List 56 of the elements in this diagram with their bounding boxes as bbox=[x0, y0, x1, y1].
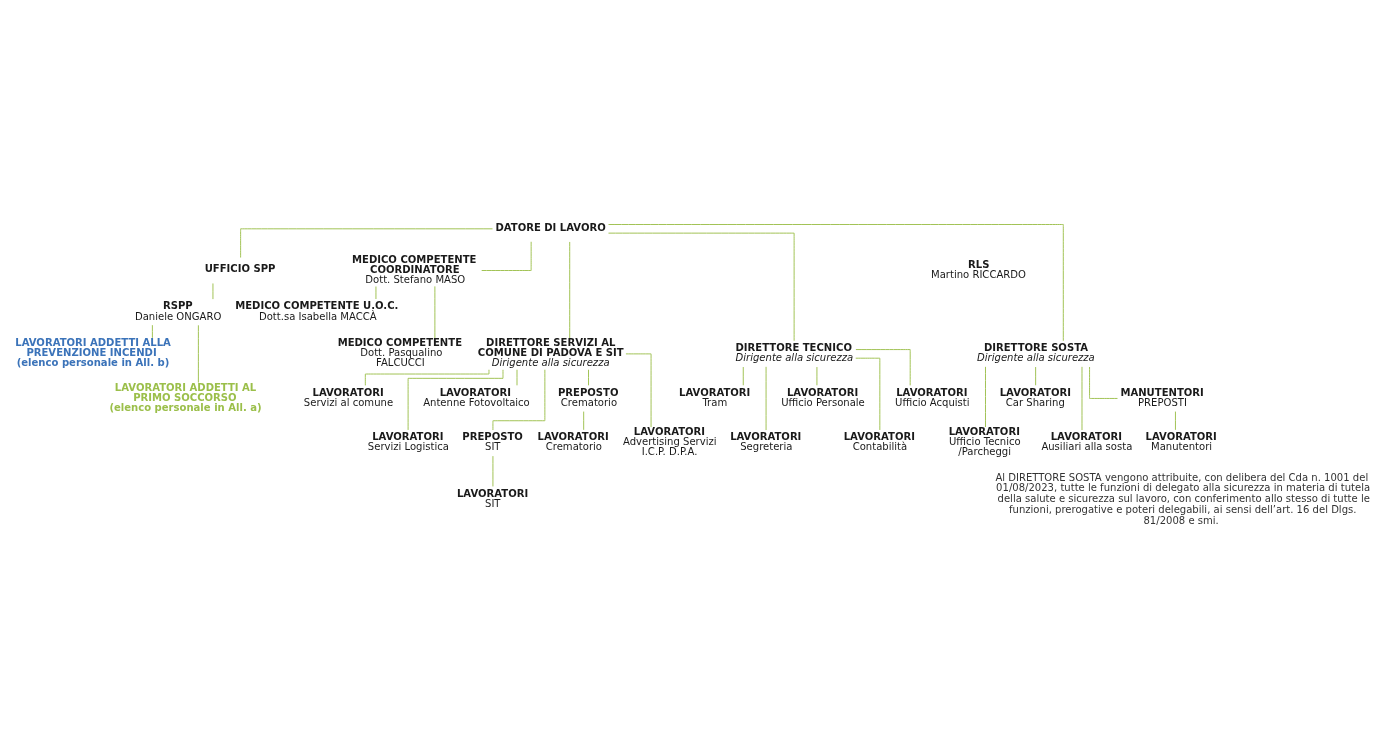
node-text: LAVORATORI Ufficio Tecnico /Parcheggi bbox=[948, 425, 1021, 457]
node-text: LAVORATORI SIT bbox=[456, 487, 529, 509]
node-text: LAVORATORI Tram bbox=[679, 386, 751, 408]
node-text: LAVORATORI Car Sharing bbox=[999, 386, 1071, 408]
connector bbox=[434, 285, 436, 339]
connector bbox=[765, 365, 767, 430]
node-text: RLS Martino RICCARDO bbox=[931, 258, 1026, 280]
connector bbox=[625, 352, 652, 428]
node-text: MEDICO COMPETENTE COORDINATORE Dott. Stefano MASO bbox=[352, 253, 477, 285]
node-text: DIRETTORE SOSTA Dirigente alla sicurezza bbox=[977, 341, 1095, 363]
node-text: DATORE DI LAVORO bbox=[495, 221, 606, 233]
connector bbox=[985, 365, 986, 427]
node-text: LAVORATORI Advertising Servizi I.C.P. D.P.A. bbox=[623, 425, 717, 457]
connector bbox=[375, 285, 377, 299]
node-text: RSPP Daniele ONGARO bbox=[134, 299, 222, 322]
connector bbox=[1035, 366, 1037, 386]
connector bbox=[212, 282, 214, 300]
connector bbox=[742, 366, 744, 386]
node-text: LAVORATORI Contabilità bbox=[843, 430, 915, 452]
connector bbox=[1175, 410, 1176, 430]
node-text: MEDICO COMPETENTE Dott. Pasqualino FALCUCCI bbox=[337, 336, 462, 368]
connector bbox=[407, 368, 504, 430]
node-text: LAVORATORI ADDETTI AL PRIMO SOCCORSO (elenco personale in All. a) bbox=[109, 381, 262, 413]
node-text: DIRETTORE SERVIZI AL COMUNE DI PADOVA E SIT Dirigente alla sicurezza bbox=[477, 336, 624, 368]
node-text: LAVORATORI Antenne Fotovoltaico bbox=[423, 386, 530, 408]
connector bbox=[608, 232, 795, 341]
connector bbox=[492, 455, 494, 487]
node-text: PREPOSTO SIT bbox=[462, 430, 523, 452]
connector bbox=[588, 368, 589, 386]
node-text: LAVORATORI Ausiliari alla sosta bbox=[1041, 430, 1133, 452]
node-text: PREPOSTO Crematorio bbox=[557, 386, 619, 408]
node-text: LAVORATORI Ufficio Acquisti bbox=[895, 386, 970, 408]
connector bbox=[816, 366, 818, 386]
node-text: DIRETTORE TECNICO Dirigente alla sicurezza bbox=[735, 341, 854, 363]
connector bbox=[608, 223, 1064, 341]
connector bbox=[481, 240, 532, 271]
connector bbox=[151, 324, 153, 338]
node-text: LAVORATORI ADDETTI ALLA PREVENZIONE INCENDI (elenco personale in All. b) bbox=[15, 336, 171, 368]
node-text: LAVORATORI Manutentori bbox=[1145, 430, 1217, 452]
connector bbox=[1089, 366, 1118, 399]
node-text: LAVORATORI Servizi al comune bbox=[303, 386, 394, 408]
connector bbox=[492, 368, 546, 431]
node-text: LAVORATORI Crematorio bbox=[537, 430, 609, 452]
connector bbox=[855, 357, 881, 430]
node-text: LAVORATORI Servizi Logistica bbox=[367, 430, 449, 452]
connector bbox=[855, 348, 911, 386]
connector bbox=[583, 410, 585, 430]
node-text: LAVORATORI Ufficio Personale bbox=[781, 386, 865, 408]
node-text: LAVORATORI Segreteria bbox=[730, 430, 802, 452]
connector bbox=[197, 324, 199, 383]
node-text: MANUTENTORI PREPOSTI bbox=[1120, 386, 1204, 408]
node-text: UFFICIO SPP bbox=[204, 262, 276, 274]
node-text: MEDICO COMPETENTE U.O.C. Dott.sa Isabella MACCÀ bbox=[235, 299, 399, 322]
connector bbox=[569, 241, 571, 338]
label: Al DIRETTORE SOSTA vengono attribuite, con delibera del Cda n. 1001 del 01/08/2023, tutte le funzioni di delegato alla sicurezza in materia di tutela della salute e sicurezza sul lavoro, con conferimento allo stesso di tutte le funzioni, prerogative e poteri delegabili, ai sensi dell’art. 16 del Dlgs. 81/2008 e smi. bbox=[995, 471, 1371, 526]
connector bbox=[240, 227, 493, 258]
